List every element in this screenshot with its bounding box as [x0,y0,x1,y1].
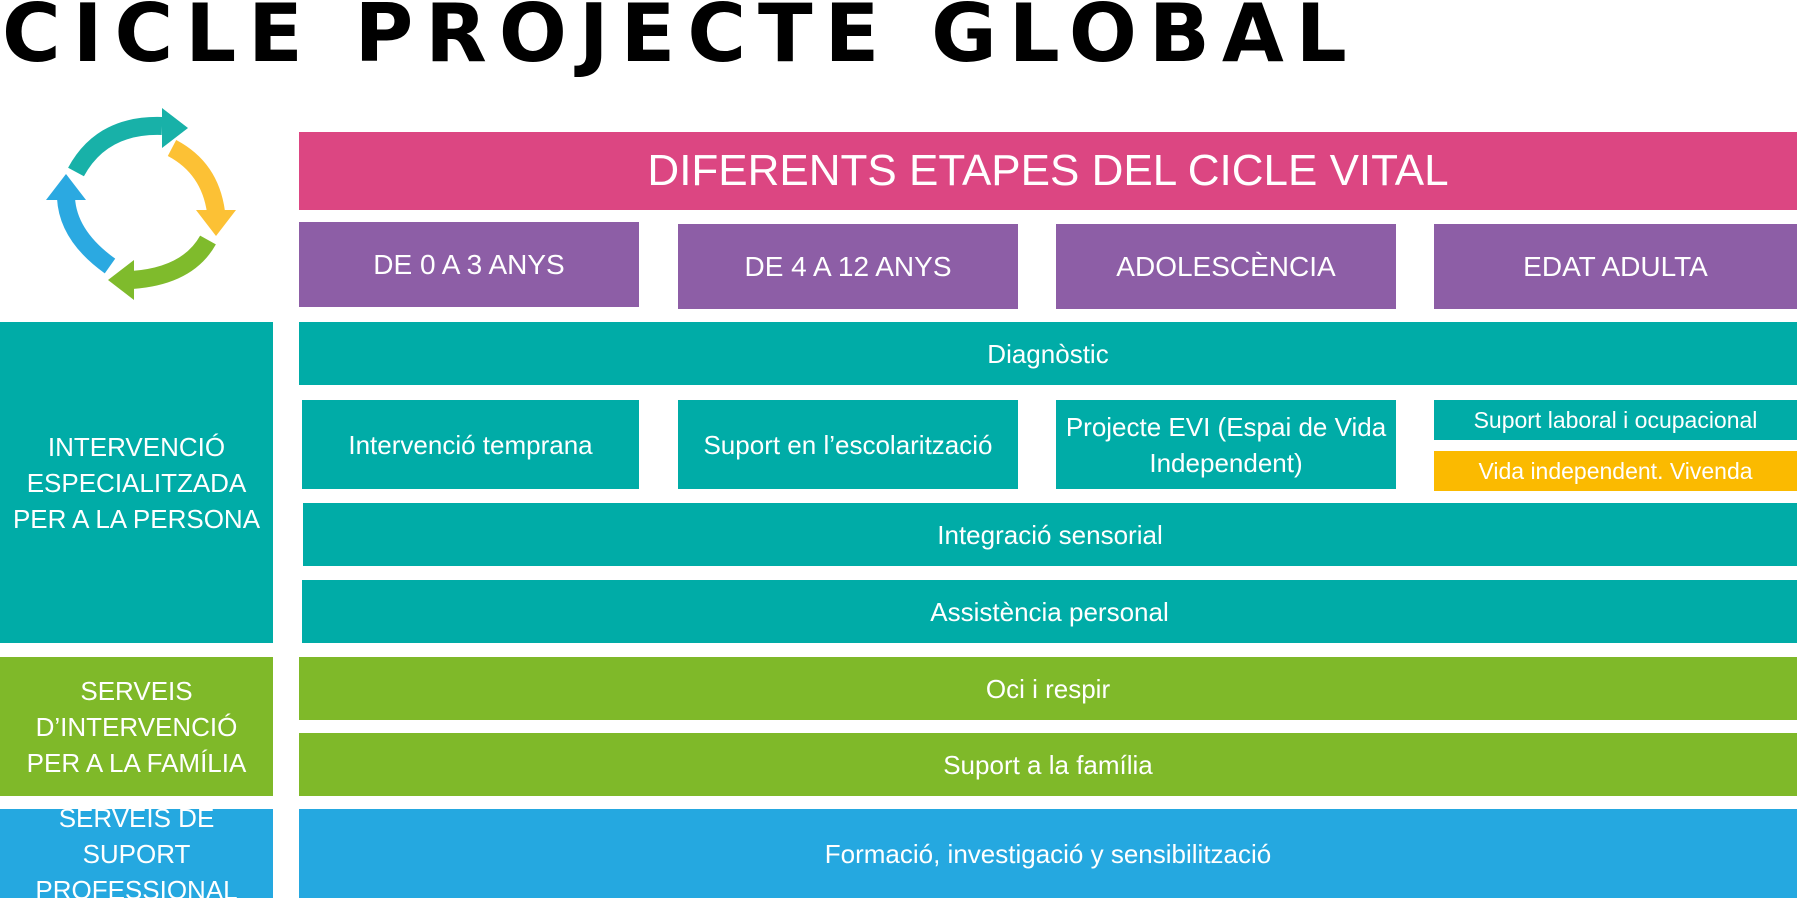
service-suport-laboral: Suport laboral i ocupacional [1434,400,1797,440]
cycle-arrows-icon [38,106,236,304]
service-oci-respir: Oci i respir [299,657,1797,720]
service-diagnostic: Diagnòstic [299,322,1797,385]
page-title: CICLE PROJECTE GLOBAL [2,0,1359,80]
service-intervencio-temprana: Intervenció temprana [302,400,639,489]
service-vida-independent: Vida independent. Vivenda [1434,451,1797,491]
service-formacio: Formació, investigació y sensibilització [299,809,1797,898]
row-label-familia: SERVEIS D’INTERVENCIÓ PER A LA FAMÍLIA [0,657,273,796]
service-projecte-evi: Projecte EVI (Espai de Vida Independent) [1056,400,1396,489]
row-label-professional: SERVEIS DE SUPORT PROFESSIONAL [0,803,273,905]
service-assistencia-personal: Assistència personal [302,580,1797,643]
stage-header-adolescencia: ADOLESCÈNCIA [1056,224,1396,309]
service-integracio-sensorial: Integració sensorial [303,503,1797,566]
stage-header-0-3: DE 0 A 3 ANYS [299,222,639,307]
stage-header-4-12: DE 4 A 12 ANYS [678,224,1018,309]
life-cycle-stages-banner: DIFERENTS ETAPES DEL CICLE VITAL [299,132,1797,210]
row-label-persona: INTERVENCIÓ ESPECIALITZADA PER A LA PERS… [0,322,273,643]
service-suport-familia: Suport a la família [299,733,1797,796]
service-suport-escolaritzacio: Suport en l’escolarització [678,400,1018,489]
stage-header-edat-adulta: EDAT ADULTA [1434,224,1797,309]
